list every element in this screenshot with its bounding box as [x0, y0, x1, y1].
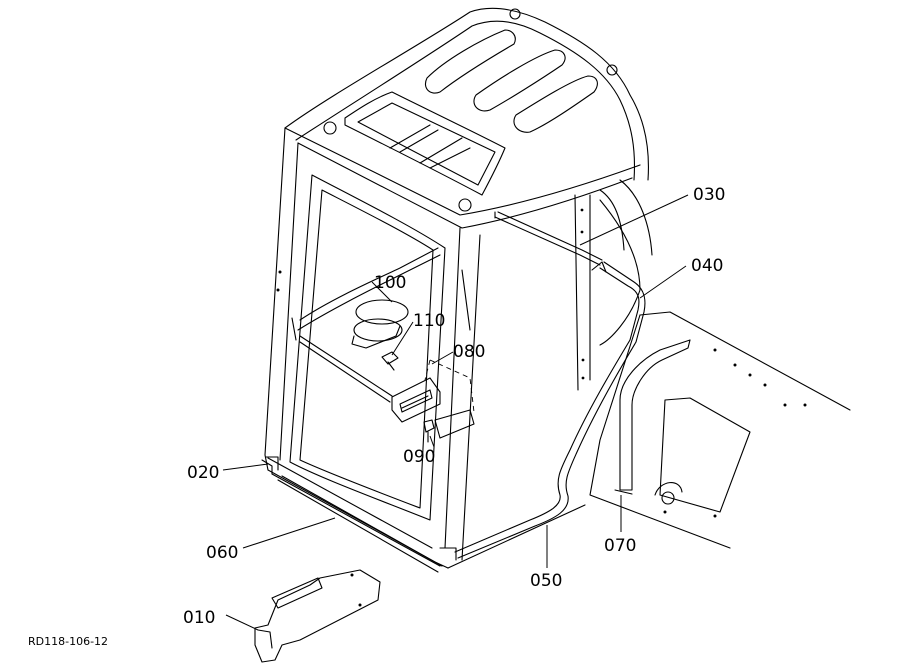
callout-050: 050	[530, 571, 562, 591]
part-020-strip	[271, 473, 441, 567]
part-090-fastener	[423, 419, 435, 443]
part-070-duct	[614, 339, 691, 495]
callout-010: 010	[183, 608, 215, 628]
reference-code: RD118-106-12	[28, 635, 108, 648]
callout-060: 060	[206, 543, 238, 563]
callout-110: 110	[413, 311, 445, 331]
part-110-bolt	[381, 351, 399, 371]
part-040-050-tube	[454, 261, 646, 559]
callout-030: 030	[693, 185, 725, 205]
side-panel	[589, 311, 851, 549]
wire-harness	[291, 247, 441, 403]
callout-100: 100	[374, 273, 406, 293]
part-060-strip	[277, 475, 443, 573]
callout-040: 040	[691, 256, 723, 276]
part-030-bar	[494, 211, 603, 266]
part-100-clamp	[351, 299, 409, 349]
callouts: 010 020 030 040 050 060 070 080 090 100 …	[183, 185, 725, 628]
callout-020: 020	[187, 463, 219, 483]
callout-090: 090	[403, 447, 435, 467]
cab-frame	[261, 7, 653, 569]
leader-lines	[222, 194, 689, 631]
callout-080: 080	[453, 342, 485, 362]
part-080-lamp	[391, 359, 475, 439]
part-010-bracket	[254, 569, 381, 663]
callout-070: 070	[604, 536, 636, 556]
